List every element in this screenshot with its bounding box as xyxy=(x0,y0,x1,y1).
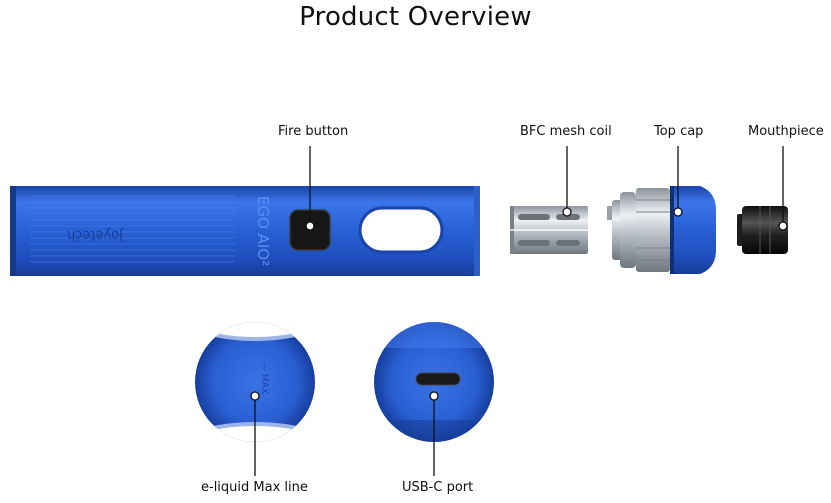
mouthpiece-label: Mouthpiece xyxy=(748,124,824,139)
leader-lines xyxy=(254,146,784,476)
eliquid-max-line-label: e-liquid Max line xyxy=(201,480,308,495)
top-cap xyxy=(670,186,716,274)
usbc-port-opening xyxy=(415,372,461,386)
battery-tube: Joyetech EGO AIO² xyxy=(10,186,480,276)
top-cap-assembly xyxy=(607,186,716,274)
usbc-port-label: USB-C port xyxy=(402,480,474,495)
top-cap-label: Top cap xyxy=(654,124,704,139)
fire-button-label: Fire button xyxy=(278,124,349,139)
callout-dots xyxy=(250,207,788,401)
bfc-mesh-coil xyxy=(510,206,588,254)
mouthpiece xyxy=(737,206,788,254)
page-title: Product Overview xyxy=(299,2,532,32)
tank-window xyxy=(358,206,444,254)
bfc-mesh-coil-label: BFC mesh coil xyxy=(520,124,612,139)
brand-logo-text: Joyetech xyxy=(67,227,124,242)
model-name-text: EGO AIO² xyxy=(254,196,272,266)
max-line-mark: — MAX xyxy=(259,362,269,394)
